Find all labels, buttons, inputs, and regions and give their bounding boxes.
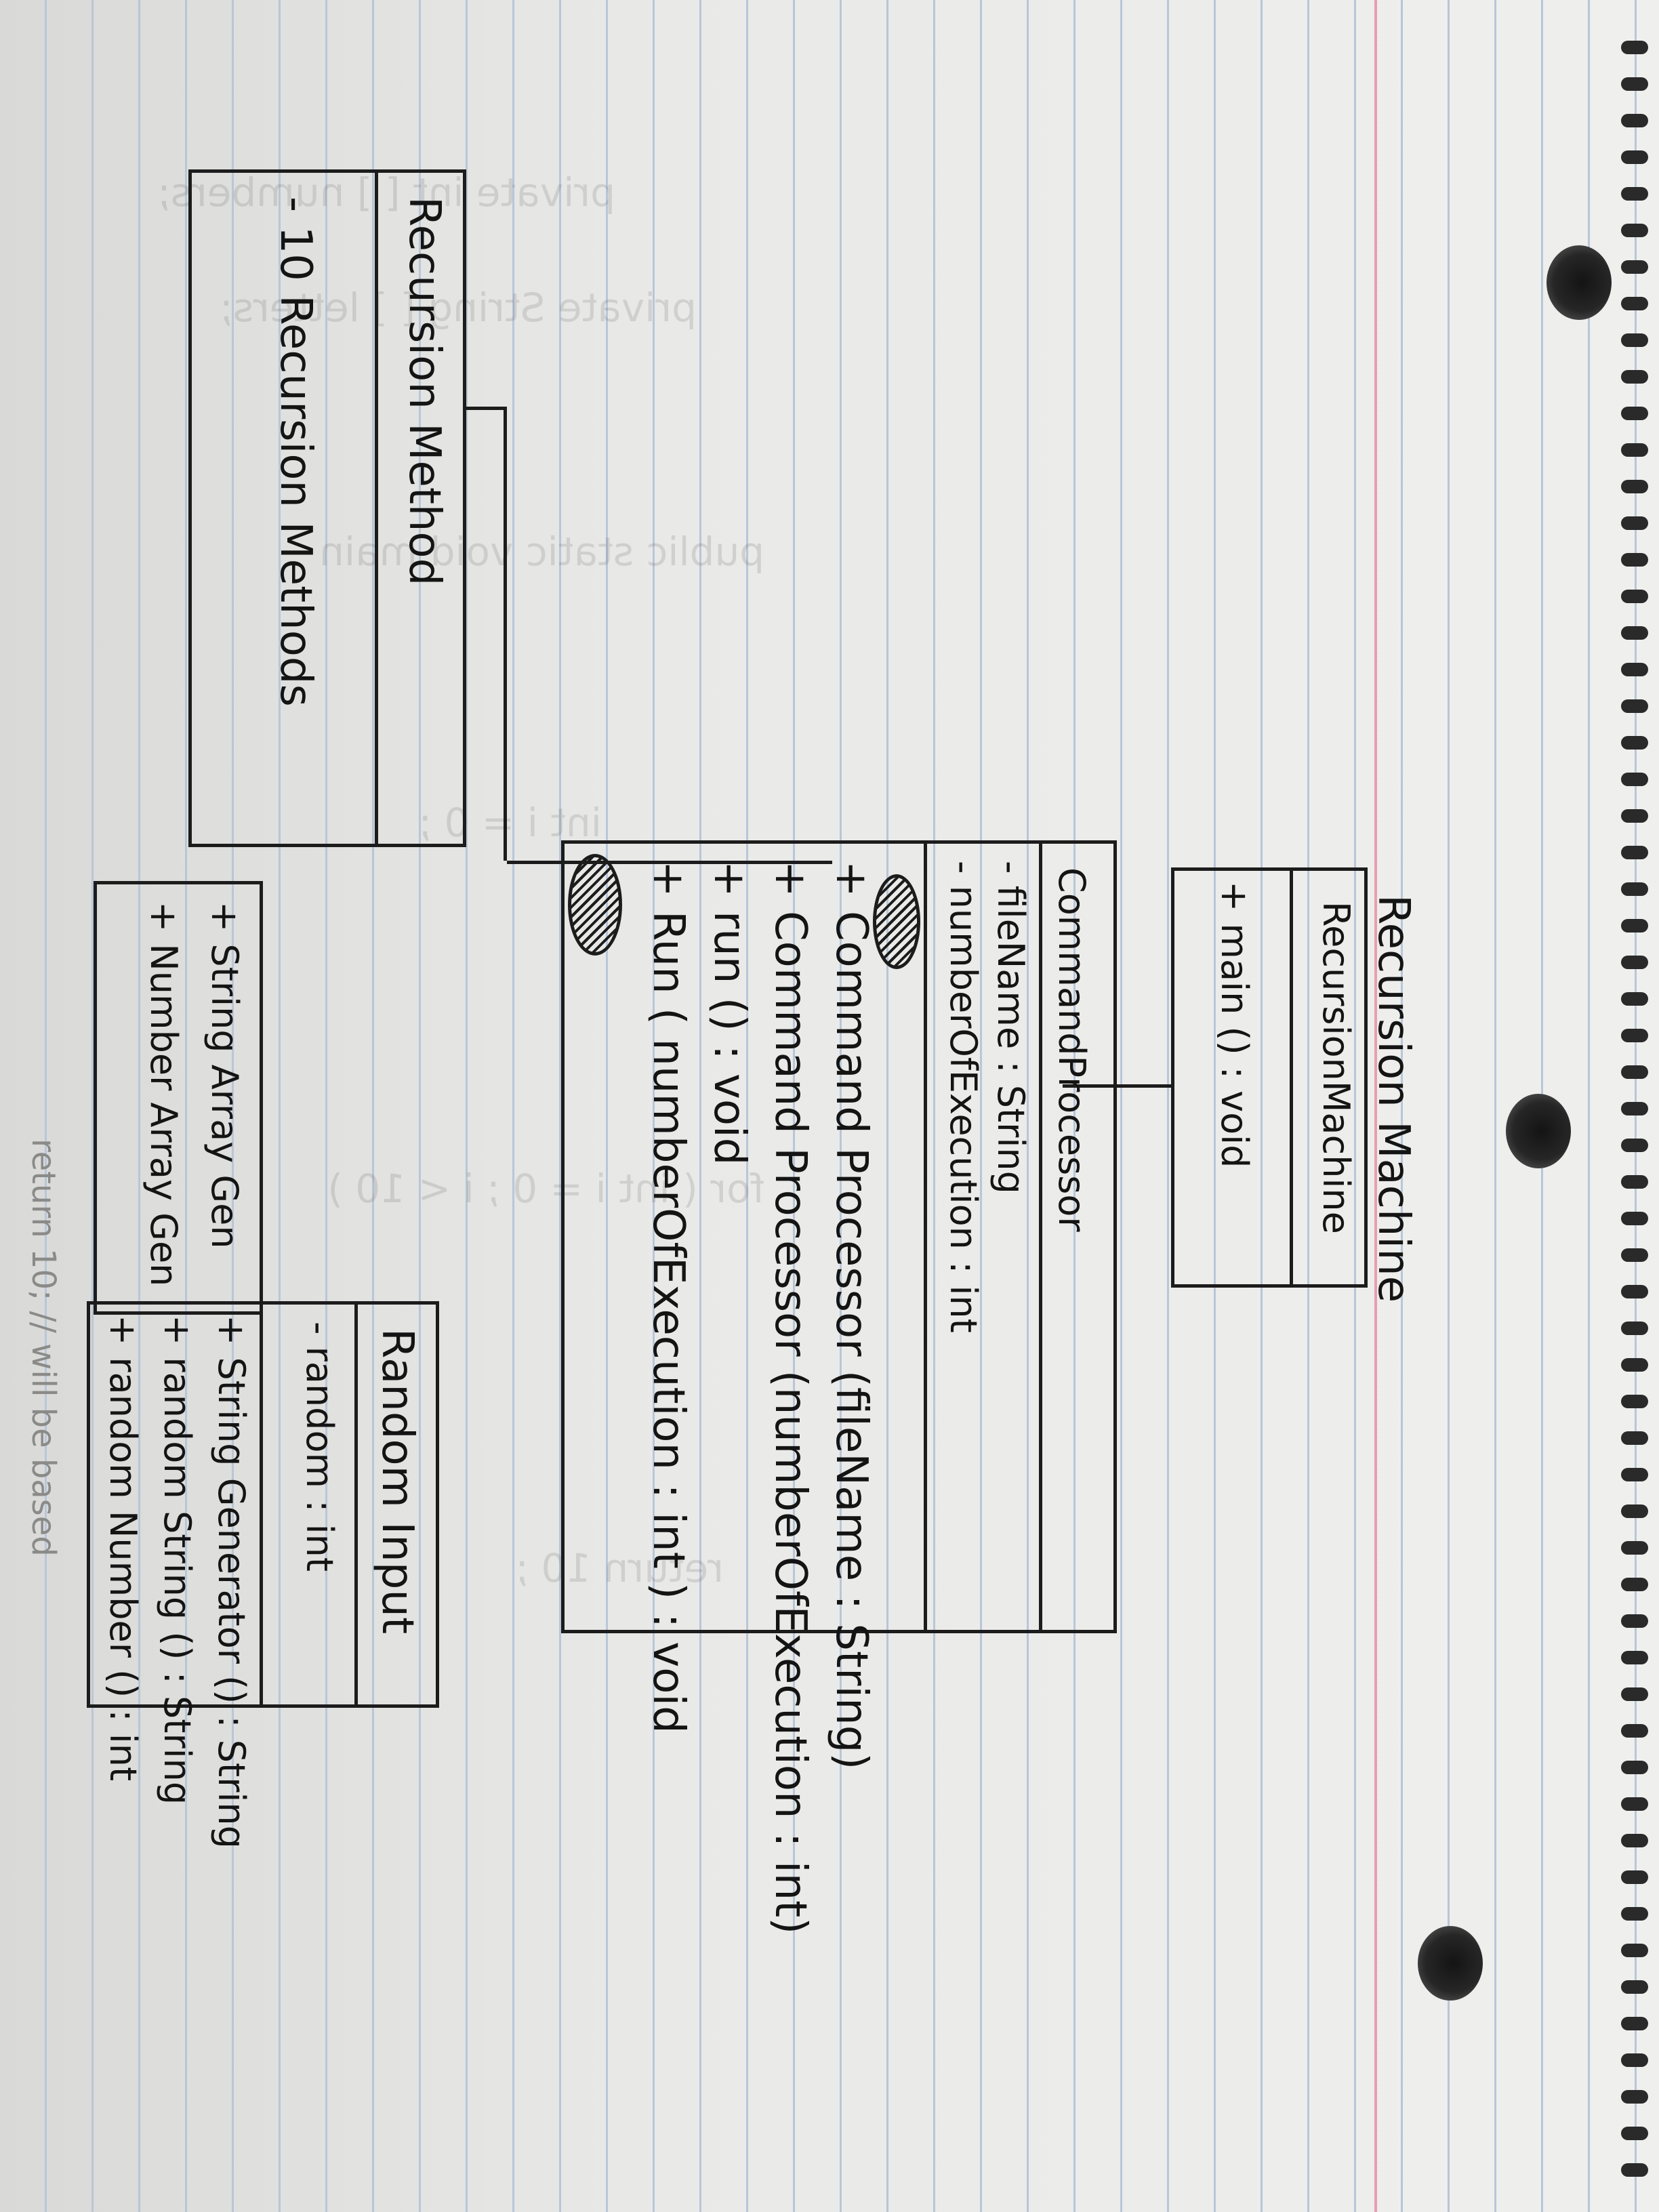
- random-input-divider-top: [354, 1301, 358, 1708]
- spiral-coil: [1621, 956, 1648, 969]
- random-input-divider-mid: [260, 1301, 263, 1708]
- spiral-coil: [1621, 1065, 1648, 1079]
- spiral-coil: [1621, 187, 1648, 201]
- spiral-coil: [1621, 224, 1648, 237]
- command-processor-attribute: - fileName : String: [989, 861, 1032, 1194]
- spiral-coil: [1621, 1944, 1648, 1957]
- random-input-method: + random Number () : int: [102, 1315, 144, 1782]
- spiral-coil: [1621, 1907, 1648, 1921]
- spiral-coil: [1621, 1285, 1648, 1298]
- random-input-attribute: - random : int: [298, 1322, 341, 1572]
- spiral-coil: [1621, 590, 1648, 603]
- random-input-method: + String Generator () : String: [210, 1315, 253, 1849]
- spiral-coil: [1621, 992, 1648, 1006]
- punch-hole-bottom: [1418, 1926, 1483, 2001]
- spiral-coil: [1621, 1797, 1648, 1811]
- spiral-coil: [1621, 260, 1648, 274]
- spiral-coil: [1621, 1139, 1648, 1152]
- spiral-coil: [1621, 626, 1648, 640]
- spiral-coil: [1621, 663, 1648, 676]
- spiral-coil: [1621, 370, 1648, 384]
- spiral-coil: [1621, 1029, 1648, 1042]
- recursion-method-class-name: Recursion Method: [399, 197, 449, 586]
- spiral-coil: [1621, 1395, 1648, 1408]
- spiral-coil: [1621, 2163, 1648, 2177]
- random-input-class-name: Random Input: [372, 1328, 422, 1635]
- spiral-coil: [1621, 1980, 1648, 1994]
- scribbled-out-text: [568, 854, 622, 956]
- spiral-coil: [1621, 882, 1648, 896]
- spiral-coil: [1621, 2053, 1648, 2067]
- spiral-coil: [1621, 919, 1648, 933]
- spiral-coil: [1621, 516, 1648, 530]
- command-processor-class-name: CommandProcessor: [1050, 867, 1093, 1232]
- spiral-coil: [1621, 1687, 1648, 1701]
- spiral-coil: [1621, 809, 1648, 823]
- margin-line: [1374, 0, 1377, 2212]
- random-input-method: + random String () : String: [156, 1315, 199, 1805]
- spiral-coil: [1621, 1870, 1648, 1884]
- spiral-coil: [1621, 407, 1648, 420]
- command-processor-method: + Command Processor (fileName : String): [826, 861, 876, 1770]
- command-processor-divider-top: [1039, 840, 1042, 1633]
- connector-line: [504, 407, 507, 861]
- recursion-method-attribute: - 10 Recursion Methods: [270, 197, 321, 707]
- spiral-coil: [1621, 773, 1648, 786]
- recursion-machine-divider: [1290, 867, 1293, 1288]
- command-processor-divider-mid: [924, 840, 927, 1633]
- command-processor-method: + run () : void: [704, 861, 754, 1166]
- spiral-coil: [1621, 150, 1648, 164]
- command-processor-method: + Run ( numberOfExecution : int ) : void: [643, 861, 693, 1734]
- scribbled-out-text: [873, 874, 920, 969]
- recursion-method-divider: [375, 169, 378, 847]
- connector-line: [507, 861, 832, 864]
- array-generator-method: + Number Array Gen: [142, 901, 185, 1287]
- spiral-coil: [1621, 1248, 1648, 1262]
- connector-line: [466, 407, 507, 410]
- spiral-coil: [1621, 41, 1648, 54]
- spiral-coil: [1621, 114, 1648, 127]
- spiral-coil: [1621, 1614, 1648, 1628]
- spiral-coil: [1621, 1322, 1648, 1335]
- spiral-coil: [1621, 553, 1648, 567]
- spiral-coil: [1621, 1834, 1648, 1847]
- spiral-coil: [1621, 1578, 1648, 1591]
- spiral-coil: [1621, 443, 1648, 457]
- spiral-coil: [1621, 1651, 1648, 1664]
- spiral-coil: [1621, 1212, 1648, 1225]
- punch-hole-middle: [1506, 1094, 1571, 1168]
- pencil-note: return 10; // will be based: [24, 1139, 62, 1557]
- spiral-coil: [1621, 1431, 1648, 1445]
- spiral-coil: [1621, 333, 1648, 347]
- spiral-coil: [1621, 1358, 1648, 1372]
- spiral-coil: [1621, 2017, 1648, 2030]
- spiral-coil: [1621, 77, 1648, 91]
- recursion-machine-method: + main () : void: [1213, 881, 1256, 1168]
- spiral-coil: [1621, 1504, 1648, 1518]
- array-generator-method: + String Array Gen: [203, 901, 246, 1249]
- command-processor-method: + Command Processor (numberOfExecution :…: [765, 861, 815, 1935]
- spiral-coil: [1621, 480, 1648, 493]
- spiral-coil: [1621, 2127, 1648, 2140]
- command-processor-attribute: - numberOfExecution : int: [942, 861, 985, 1333]
- spiral-coil: [1621, 297, 1648, 310]
- recursion-machine-class-name: RecursionMachine: [1315, 901, 1357, 1234]
- spiral-coil: [1621, 1102, 1648, 1115]
- spiral-coil: [1621, 736, 1648, 750]
- spiral-coil: [1621, 2090, 1648, 2104]
- recursion-machine-header: Recursion Machine: [1368, 895, 1418, 1303]
- punch-hole-top: [1547, 245, 1612, 320]
- spiral-coil: [1621, 699, 1648, 713]
- spiral-coil: [1621, 1761, 1648, 1774]
- spiral-coil: [1621, 1468, 1648, 1481]
- spiral-coil: [1621, 846, 1648, 859]
- spiral-coil: [1621, 1175, 1648, 1189]
- spiral-coil: [1621, 1724, 1648, 1738]
- spiral-coil: [1621, 1541, 1648, 1555]
